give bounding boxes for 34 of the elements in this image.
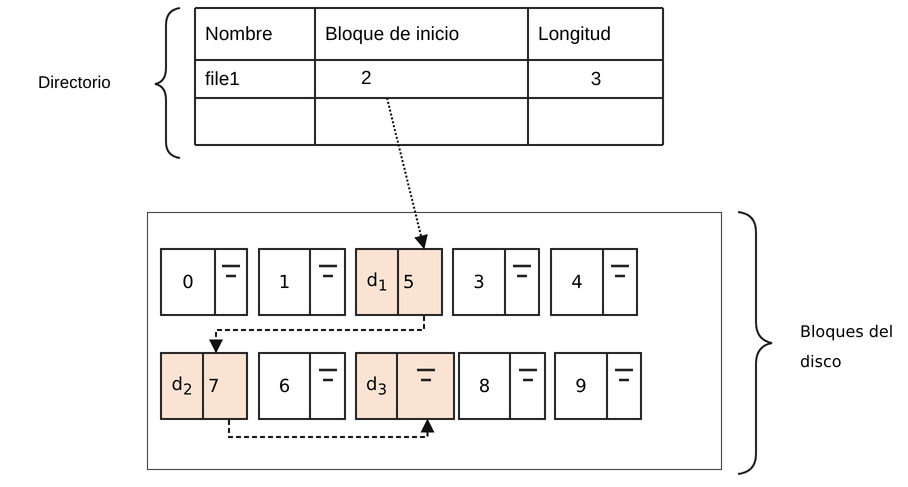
arrow: [209, 316, 425, 354]
disk-block: [160, 248, 248, 316]
pointer-value: 5: [403, 272, 414, 292]
column-header: Nombre: [204, 23, 274, 47]
arrow: [386, 98, 428, 250]
disk-panel: [147, 212, 722, 470]
block-label: d$_{1}$: [366, 270, 388, 294]
block-label: 3: [473, 272, 485, 292]
block-label: 1: [278, 272, 290, 292]
table-cell-text: file1: [204, 68, 241, 92]
disk-block: [452, 248, 540, 316]
block-label: 9: [575, 376, 587, 396]
disk-block: [160, 352, 248, 420]
side-label: Bloques del disco: [800, 321, 894, 373]
block-label: d$_{3}$: [366, 374, 387, 398]
block-label: 6: [278, 376, 290, 396]
table-cell-text: 3: [590, 68, 602, 92]
disk-block: [258, 352, 346, 420]
column-header: Bloque de inicio: [324, 23, 460, 47]
pointer-value: 7: [208, 376, 220, 396]
block-label: 4: [571, 272, 583, 292]
block-label: 8: [478, 376, 490, 396]
disk-block: [550, 248, 638, 316]
disk-block: [554, 352, 642, 420]
block-label: d$_{2}$: [172, 374, 192, 398]
disk-block: [355, 352, 455, 420]
column-header: Longitud: [537, 23, 612, 47]
table-cell: 2: [361, 68, 372, 90]
disk-block: [458, 352, 546, 420]
disk-block: [355, 248, 443, 316]
disk-block: [258, 248, 346, 316]
block-label: 0: [182, 272, 194, 292]
section-label: Directorio: [37, 72, 111, 94]
arrow: [228, 418, 434, 438]
